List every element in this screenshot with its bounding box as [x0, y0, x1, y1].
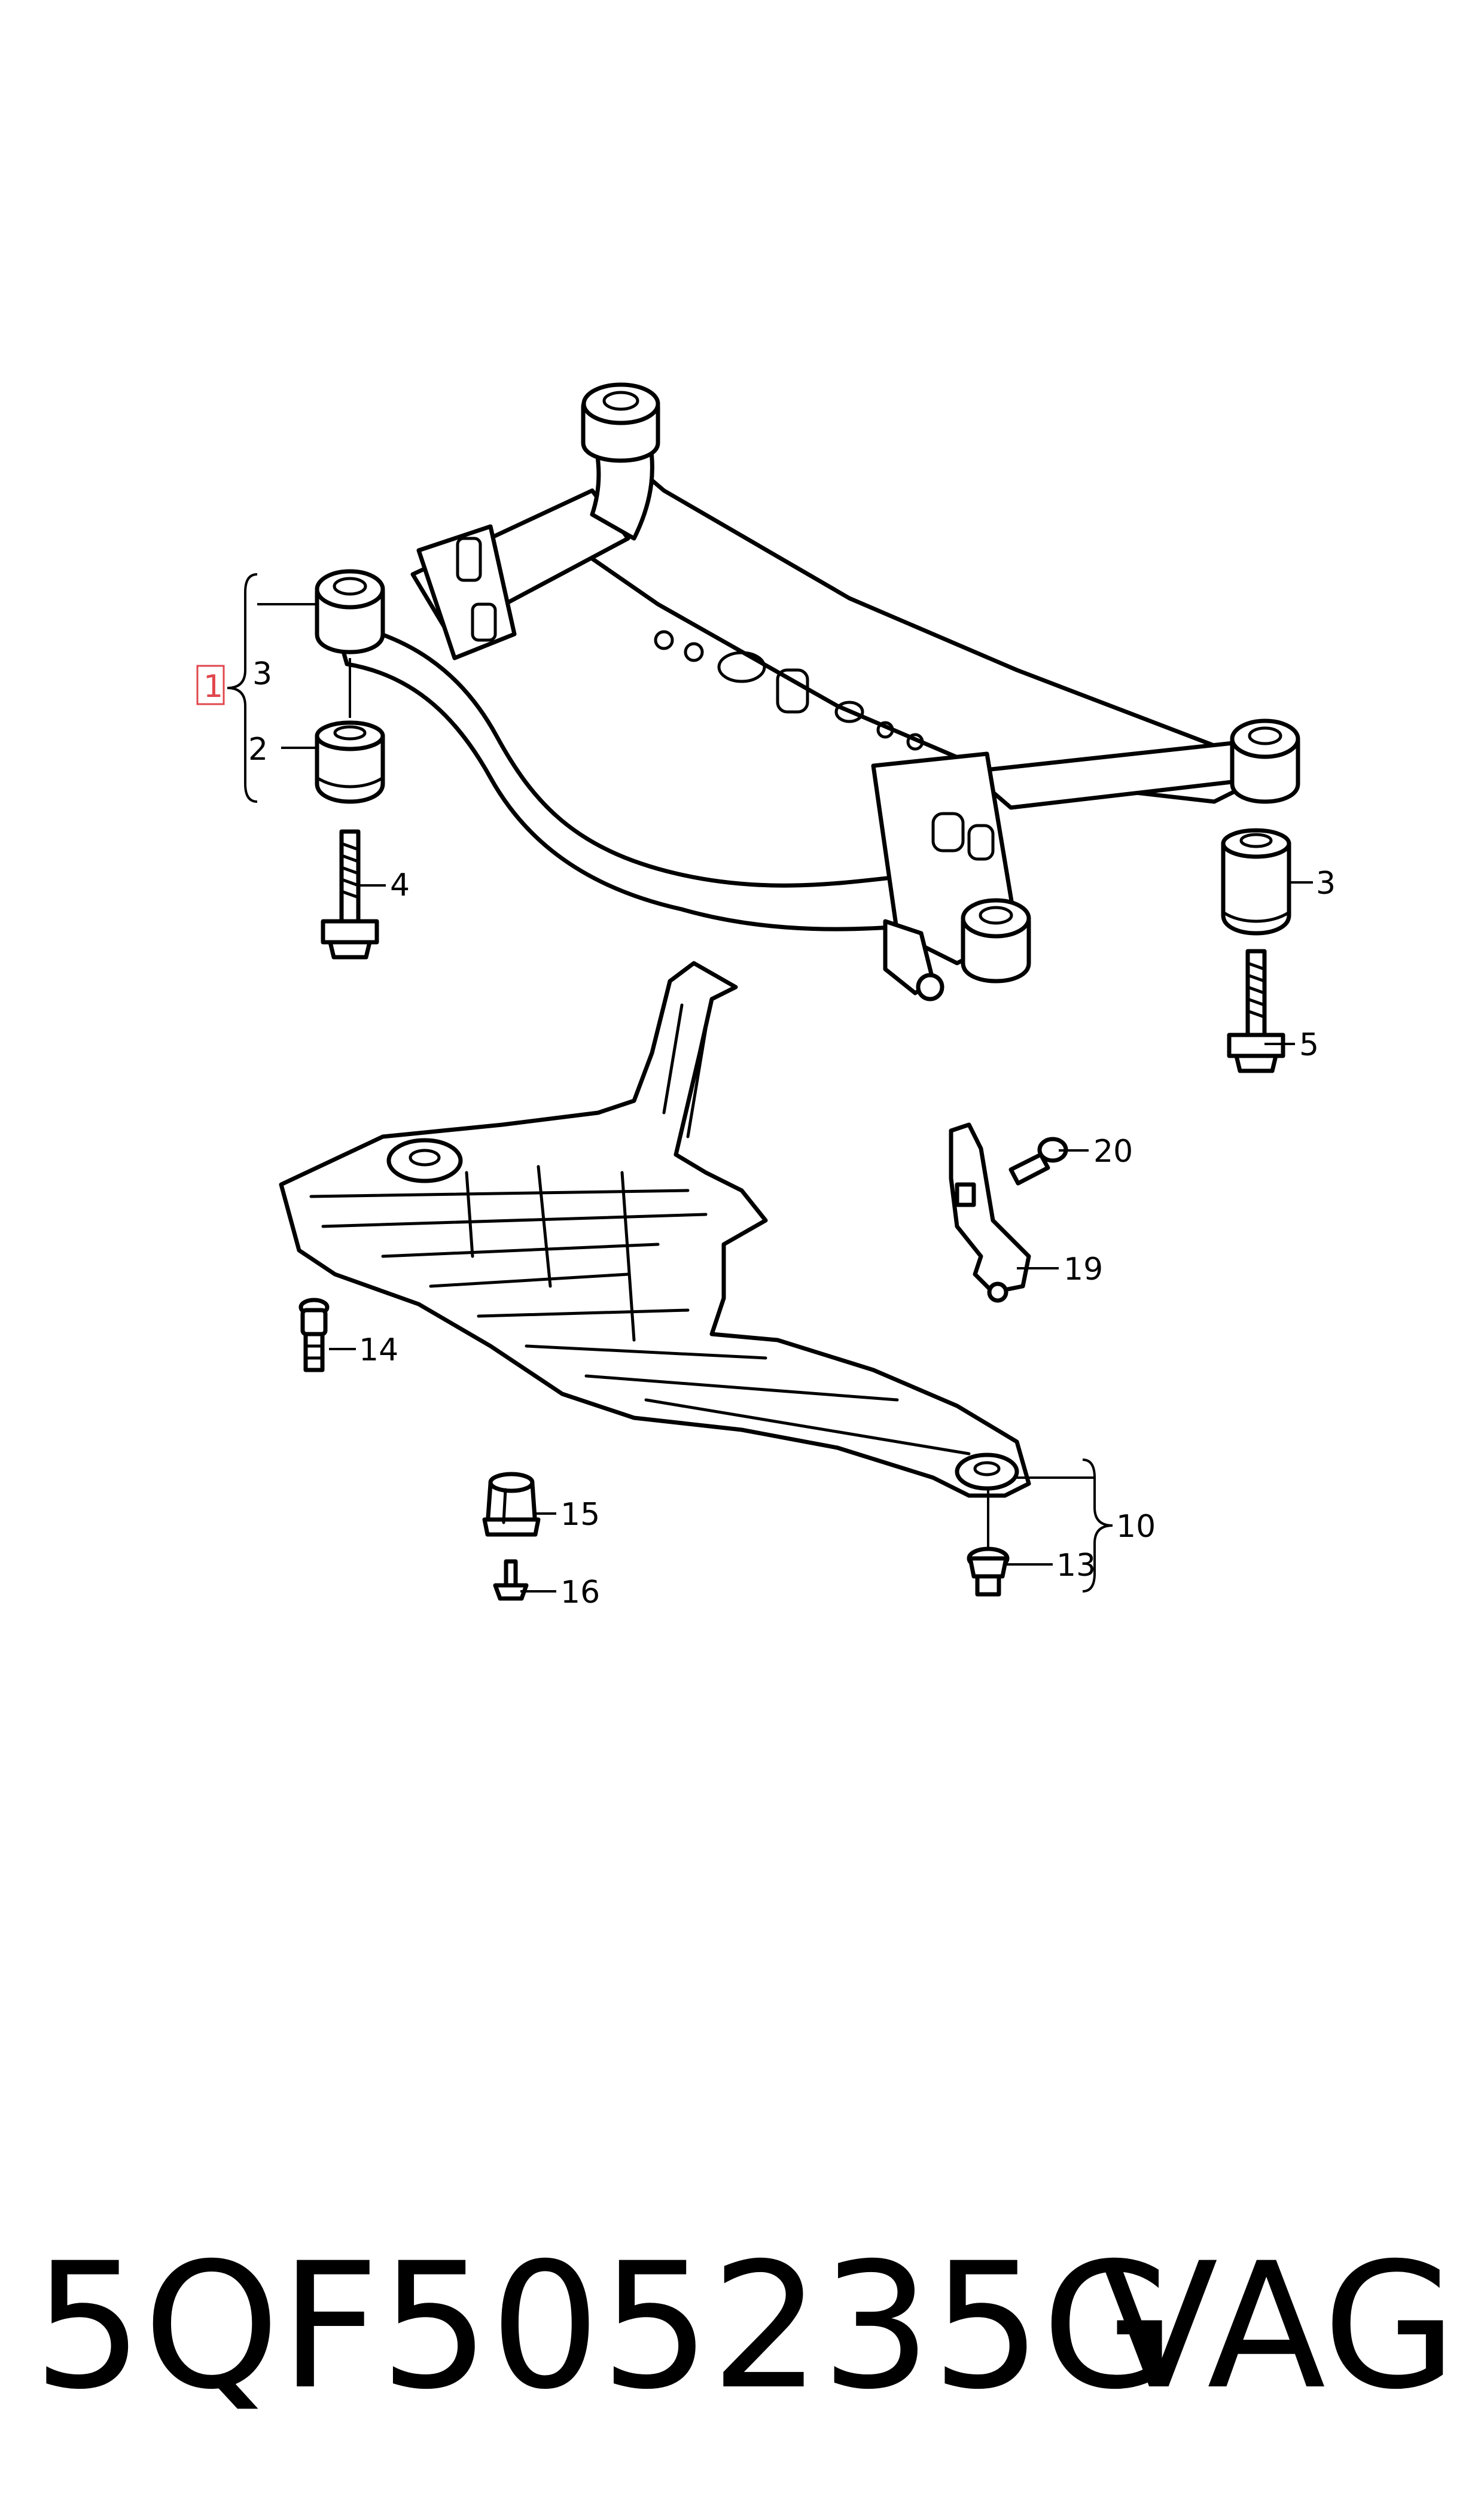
- callout-3-right: 3: [1316, 866, 1336, 902]
- callout-labels: 1 3 2 4 3 5 20 19 14 15 16 10 13: [196, 656, 1336, 1610]
- group-bracket-10: [1082, 1459, 1113, 1593]
- bushing-part-3-right: [1221, 828, 1291, 936]
- callout-5: 5: [1299, 1027, 1319, 1063]
- callout-14: 14: [359, 1332, 398, 1368]
- brand-name: VAG: [1099, 2226, 1457, 2428]
- callout-1: 1: [203, 669, 223, 705]
- callout-20: 20: [1093, 1134, 1133, 1170]
- underbody-panel-part-10: [279, 961, 1031, 1498]
- callout-19: 19: [1064, 1252, 1103, 1287]
- callout-10: 10: [1116, 1509, 1156, 1545]
- callout-3-left: 3: [252, 656, 272, 692]
- bracket-part-19: [949, 1122, 1031, 1303]
- footer: 5QF505235G VAG: [0, 2237, 1484, 2417]
- clip-part-14: [298, 1298, 330, 1372]
- callout-4: 4: [390, 867, 410, 903]
- fastener-part-13: [967, 1546, 1010, 1597]
- rear-subframe: [315, 382, 1300, 1001]
- callout-2: 2: [248, 732, 268, 768]
- leader-lines: [257, 603, 1313, 1593]
- nut-part-15: [482, 1472, 541, 1537]
- callout-13: 13: [1056, 1548, 1096, 1584]
- bolt-part-4: [321, 829, 379, 960]
- callout-15: 15: [560, 1497, 600, 1533]
- callout-16: 16: [560, 1575, 600, 1610]
- group-bracket-1: [227, 573, 258, 803]
- screw-part-16: [493, 1559, 529, 1601]
- bolt-part-5: [1227, 949, 1285, 1073]
- screw-part-20: [1008, 1137, 1068, 1186]
- callout-highlight-box: [196, 665, 225, 705]
- part-number: 5QF505235G: [33, 2226, 1177, 2428]
- bushing-part-2: [315, 720, 385, 804]
